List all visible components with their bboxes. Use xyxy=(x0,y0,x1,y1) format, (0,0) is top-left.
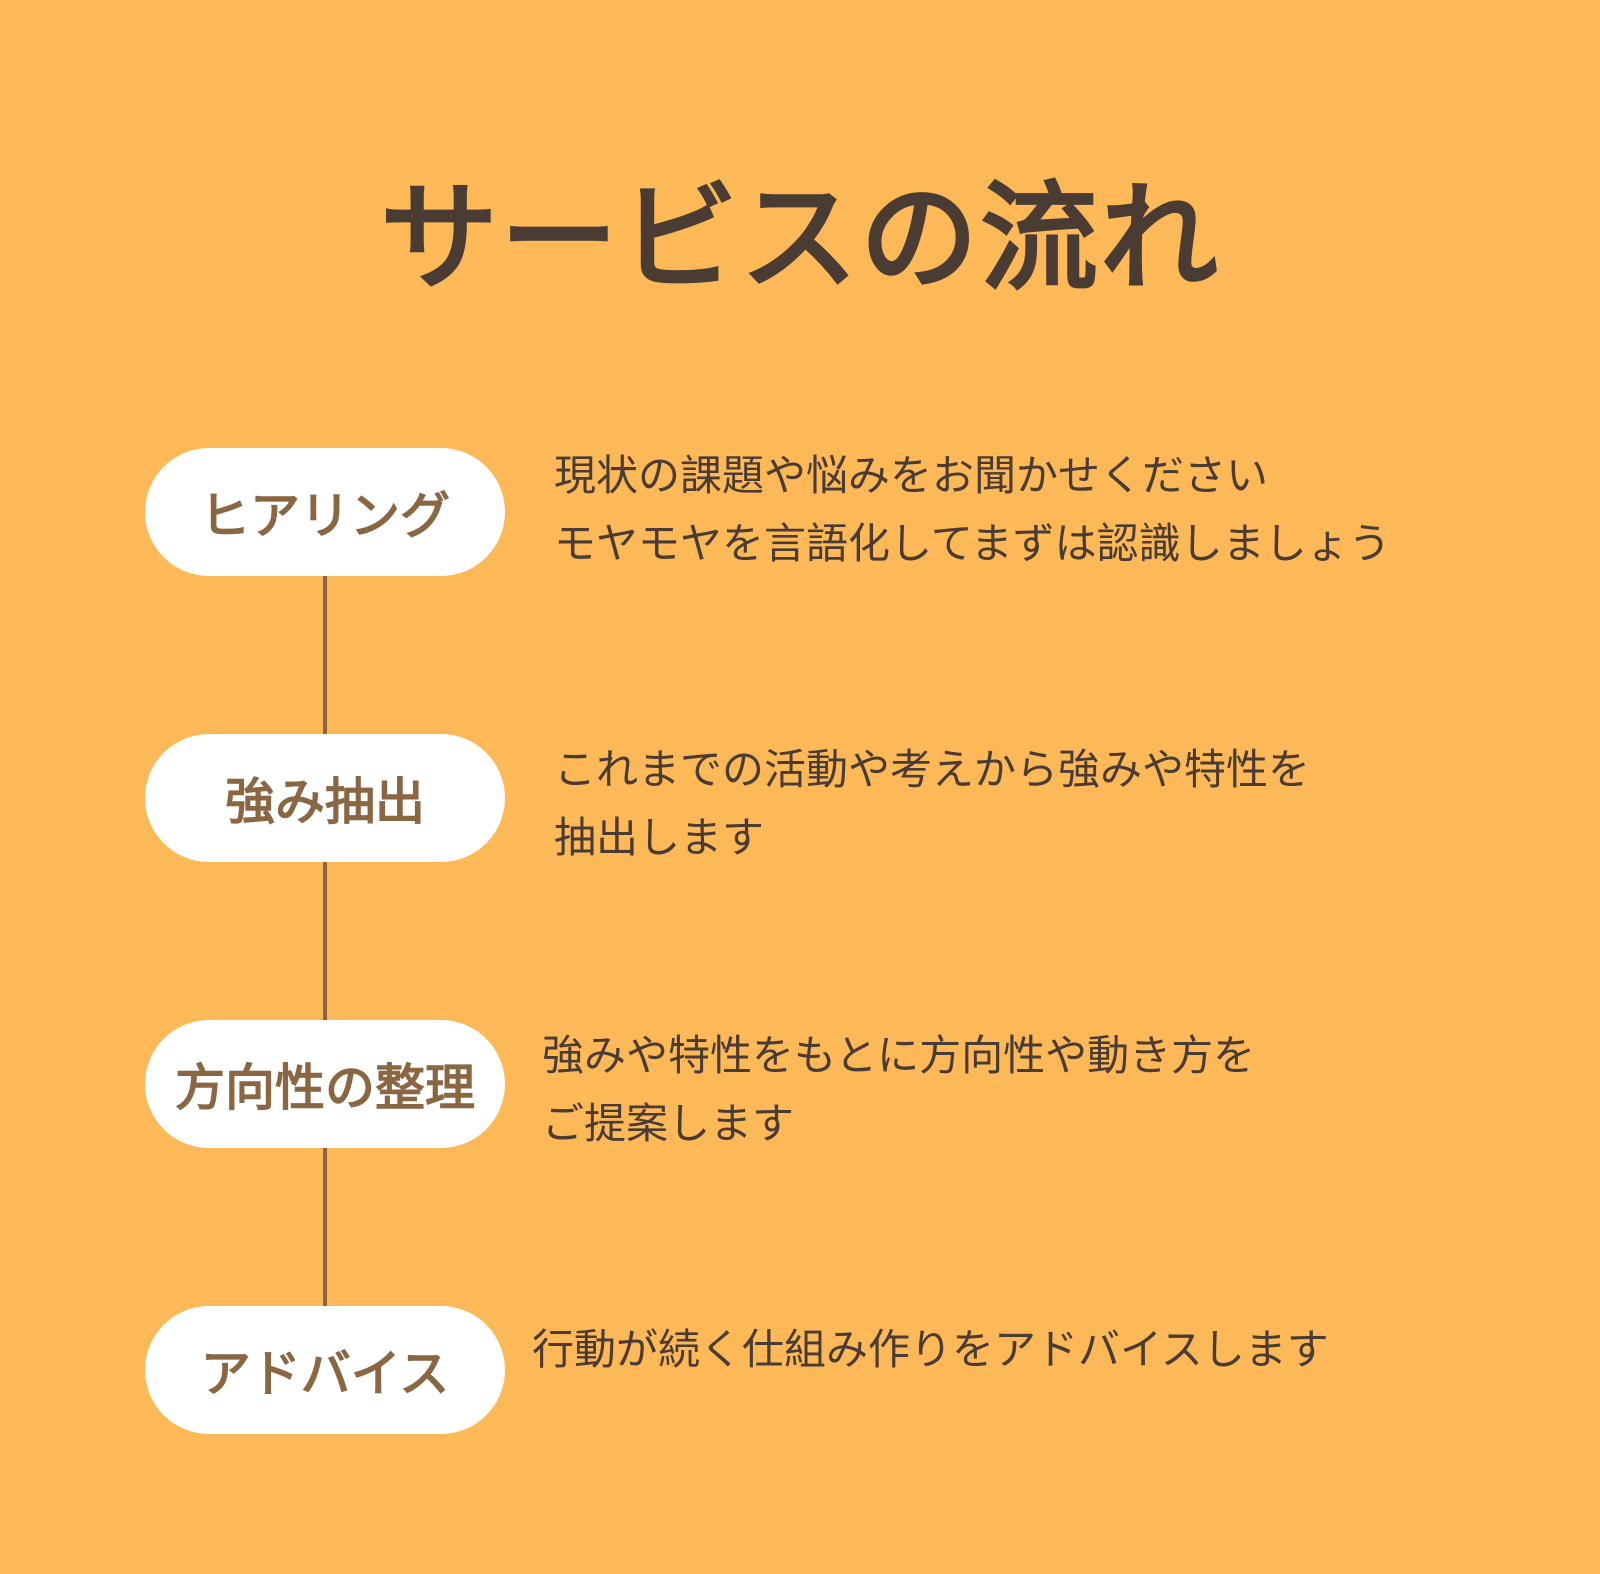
step-label-text: 強み抽出 xyxy=(225,773,425,831)
description-line: これまでの活動や考えから強みや特性を xyxy=(554,745,1311,794)
step-label-text: 方向性の整理 xyxy=(175,1059,475,1117)
step-label-advice: アドバイス xyxy=(145,1306,505,1434)
step-label-text: アドバイス xyxy=(200,1345,450,1403)
step-description-strength-extraction: これまでの活動や考えから強みや特性を 抽出します xyxy=(554,736,1310,872)
flow-connector xyxy=(323,576,327,734)
step-label-text: ヒアリング xyxy=(200,487,450,545)
step-label-strength-extraction: 強み抽出 xyxy=(145,734,505,862)
flow-connector xyxy=(323,862,327,1020)
step-description-hearing: 現状の課題や悩みをお聞かせください モヤモヤを言語化してまずは認識しましょう xyxy=(554,442,1391,578)
description-line: ご提案します xyxy=(542,1099,795,1148)
description-line: 現状の課題や悩みをお聞かせください xyxy=(554,451,1269,500)
flow-connector xyxy=(323,1148,327,1306)
page-title: サービスの流れ xyxy=(379,169,1220,307)
description-line: モヤモヤを言語化してまずは認識しましょう xyxy=(554,519,1391,568)
description-line: 行動が続く仕組み作りをアドバイスします xyxy=(532,1325,1329,1374)
step-label-direction: 方向性の整理 xyxy=(145,1020,505,1148)
description-line: 強みや特性をもとに方向性や動き方を xyxy=(542,1031,1256,1080)
description-line: 抽出します xyxy=(554,813,765,862)
step-description-advice: 行動が続く仕組み作りをアドバイスします xyxy=(532,1316,1329,1384)
step-description-direction: 強みや特性をもとに方向性や動き方を ご提案します xyxy=(542,1022,1255,1158)
step-label-hearing: ヒアリング xyxy=(145,448,505,576)
